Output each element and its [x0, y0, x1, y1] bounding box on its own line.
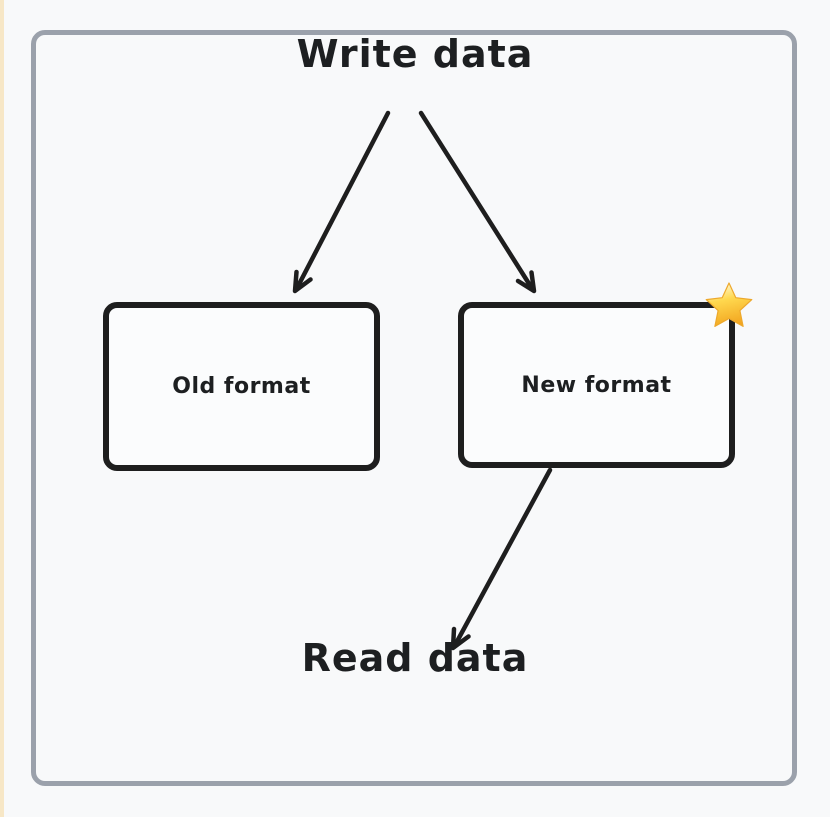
star-icon: [705, 282, 753, 327]
new-format-label: New format: [521, 372, 672, 398]
write-data-label: Write data: [296, 32, 534, 76]
read-data-label: Read data: [301, 636, 529, 680]
node-old-format: Old format: [103, 302, 380, 471]
left-edge-strip: [0, 0, 4, 817]
node-new-format: New format: [458, 302, 735, 468]
old-format-label: Old format: [172, 374, 311, 399]
